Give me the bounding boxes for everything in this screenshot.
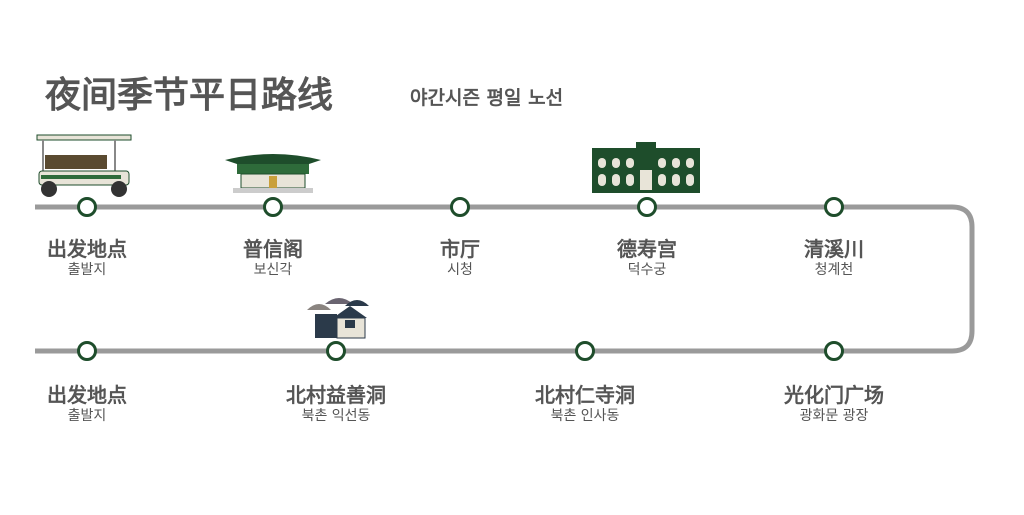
station-marker[interactable] xyxy=(77,197,97,217)
station-marker[interactable] xyxy=(77,341,97,361)
station-name-ko: 출발지 xyxy=(67,408,107,424)
station-marker[interactable] xyxy=(575,341,595,361)
station-name-zh: 清溪川 xyxy=(804,237,864,261)
hanok-icon xyxy=(307,298,369,339)
station-name-zh: 出发地点 xyxy=(47,237,127,261)
page-title: 夜间季节平日路线 xyxy=(45,75,334,116)
station-marker[interactable] xyxy=(824,341,844,361)
station-name-ko: 북촌 인사동 xyxy=(550,408,620,424)
station-name-zh: 出发地点 xyxy=(47,383,127,407)
station-name-zh: 北村益善洞 xyxy=(286,383,386,407)
pavilion-icon xyxy=(225,154,321,193)
station-marker[interactable] xyxy=(824,197,844,217)
station-name-zh: 光化门广场 xyxy=(784,383,884,407)
station-name-zh: 普信阁 xyxy=(243,237,303,261)
station-marker[interactable] xyxy=(263,197,283,217)
station-name-zh: 北村仁寺洞 xyxy=(535,383,635,407)
station-name-zh: 德寿宫 xyxy=(617,237,677,261)
station-name-zh: 市厅 xyxy=(440,237,480,261)
station-name-ko: 광화문 광장 xyxy=(799,408,869,424)
palace-building-icon xyxy=(592,142,700,193)
station-marker[interactable] xyxy=(637,197,657,217)
station-name-ko: 출발지 xyxy=(67,262,107,278)
station-name-ko: 시청 xyxy=(447,262,473,278)
station-marker[interactable] xyxy=(326,341,346,361)
station-name-ko: 북촌 익선동 xyxy=(301,408,371,424)
station-name-ko: 청계천 xyxy=(814,262,854,278)
page-subtitle: 야간시즌 평일 노선 xyxy=(410,87,564,109)
cart-icon xyxy=(36,134,132,197)
station-name-ko: 보신각 xyxy=(253,262,293,278)
station-name-ko: 덕수궁 xyxy=(627,262,667,278)
station-marker[interactable] xyxy=(450,197,470,217)
